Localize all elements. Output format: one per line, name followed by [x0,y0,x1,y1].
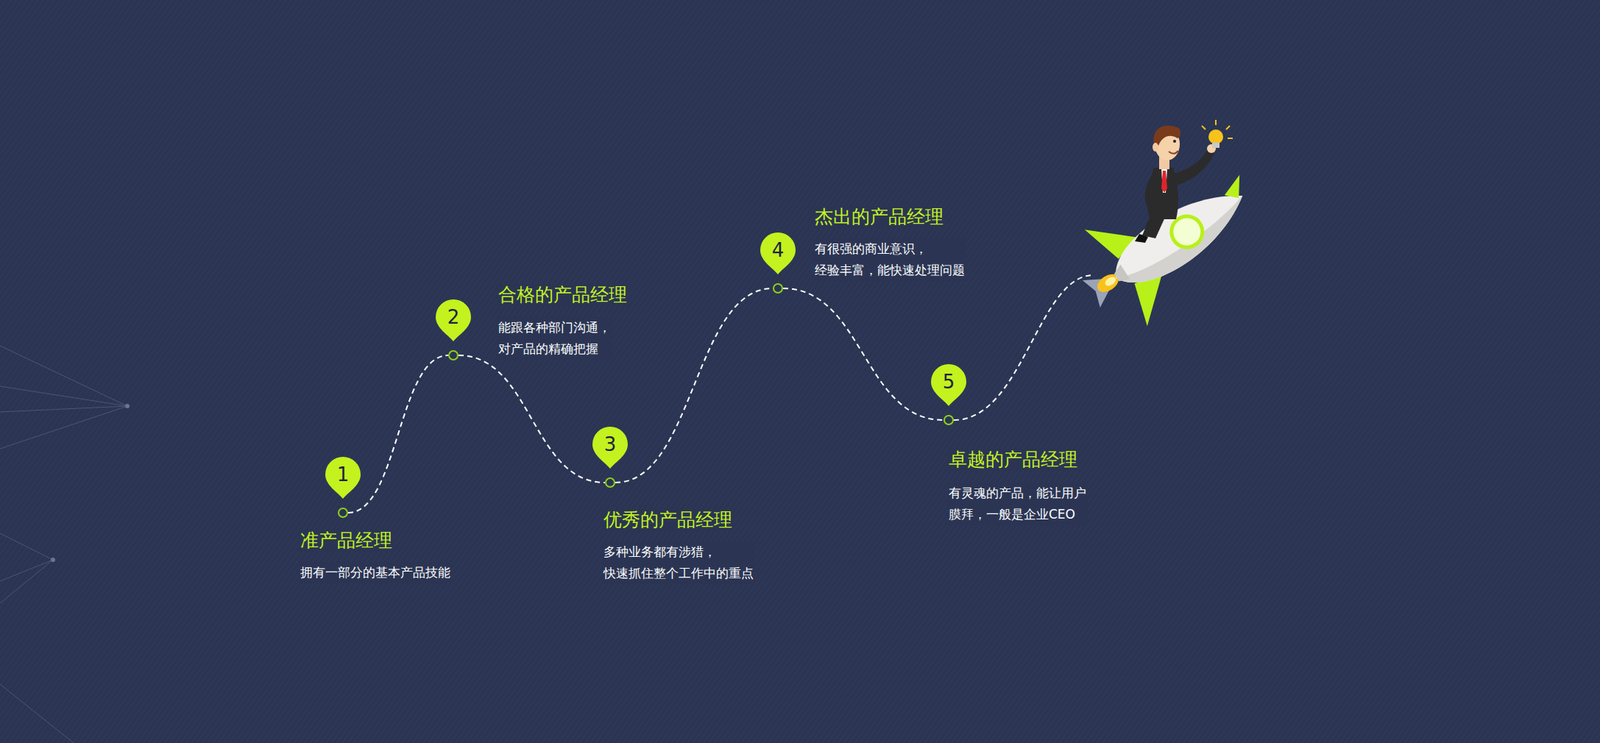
path-dot [943,415,954,426]
stage-description: 有灵魂的产品，能让用户 膜拜，一般是企业CEO [947,482,1088,526]
callout-number: 4 [758,232,798,268]
network-lines [0,345,128,743]
stage-description: 多种业务都有涉猎， 快速抓住整个工作中的重点 [602,541,756,585]
stage-marker: 5卓越的产品经理有灵魂的产品，能让用户 膜拜，一般是企业CEO [929,363,968,430]
network-dot [50,557,56,563]
dashed-connector [783,288,944,421]
dashed-connector [458,355,605,483]
stage-description: 能跟各种部门沟通， 对产品的精确把握 [496,317,613,360]
path-dot [772,283,784,294]
path-dot [448,350,459,361]
stage-marker: 1准产品经理拥有一部分的基本产品技能 [323,456,363,523]
path-dot [604,477,616,488]
stage-description: 有很强的商业意识， 经验丰富，能快速处理问题 [813,238,967,282]
path-dot [337,507,349,519]
callout-number: 5 [929,364,968,400]
stage-title: 合格的产品经理 [496,284,629,307]
stage-title: 卓越的产品经理 [947,448,1079,472]
dashed-connector [348,355,449,513]
stage-marker: 2合格的产品经理能跟各种部门沟通， 对产品的精确把握 [434,298,473,366]
network-dot [125,404,130,409]
dashed-path [953,275,1094,421]
dashed-connector [615,288,773,483]
rocket-illustration [1059,119,1282,343]
callout-number: 3 [590,426,630,463]
callout-number: 2 [434,299,473,335]
stage-marker: 3优秀的产品经理多种业务都有涉猎， 快速抓住整个工作中的重点 [590,426,630,493]
stage-marker: 4杰出的产品经理有很强的商业意识， 经验丰富，能快速处理问题 [758,231,798,299]
callout-number: 1 [323,457,363,493]
stage-title: 杰出的产品经理 [813,206,945,229]
stage-title: 优秀的产品经理 [602,509,734,532]
stage-description: 拥有一部分的基本产品技能 [298,562,452,584]
stage-title: 准产品经理 [298,529,394,552]
